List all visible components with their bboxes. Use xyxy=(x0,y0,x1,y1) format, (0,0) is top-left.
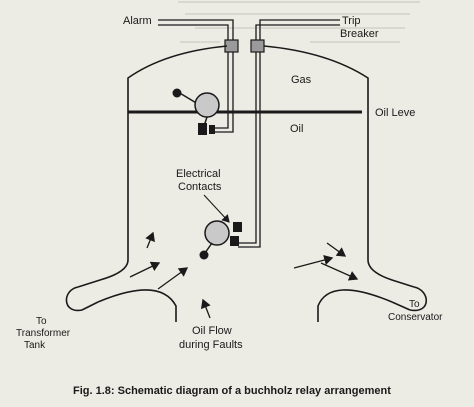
electrical-contacts-label: Electrical xyxy=(176,168,221,180)
electrical-contacts-label-2: Contacts xyxy=(178,181,222,193)
relay-chamber xyxy=(65,45,428,322)
to-transformer-tank-label: To xyxy=(36,316,47,327)
control-wiring xyxy=(158,19,340,248)
to-conservator-label-2: Conservator xyxy=(388,312,443,323)
oil-flow-arrows xyxy=(129,231,359,319)
to-transformer-tank-label-2: Transformer xyxy=(16,328,71,339)
to-conservator-label: To xyxy=(409,299,420,310)
to-transformer-tank-label-3: Tank xyxy=(24,340,46,351)
bleed-through-texture xyxy=(178,1,420,43)
lower-float xyxy=(199,220,242,260)
trip-breaker-label: Trip xyxy=(342,15,361,27)
alarm-label: Alarm xyxy=(123,15,152,27)
figure-caption: Fig. 1.8: Schematic diagram of a buchhol… xyxy=(73,385,391,397)
upper-float xyxy=(172,88,220,135)
oil-flow-label: Oil Flow xyxy=(192,325,232,337)
pipe-bottom-shade-right xyxy=(391,301,411,311)
gas-label: Gas xyxy=(291,74,312,86)
trip-terminal xyxy=(250,39,265,53)
oil-label: Oil xyxy=(290,123,303,135)
contacts-pointer xyxy=(203,194,230,223)
trip-breaker-label-2: Breaker xyxy=(340,28,379,40)
pipe-bottom-shade xyxy=(81,301,99,311)
oil-level-label: Oil Leve xyxy=(375,107,415,119)
oil-flow-label-2: during Faults xyxy=(179,339,243,351)
